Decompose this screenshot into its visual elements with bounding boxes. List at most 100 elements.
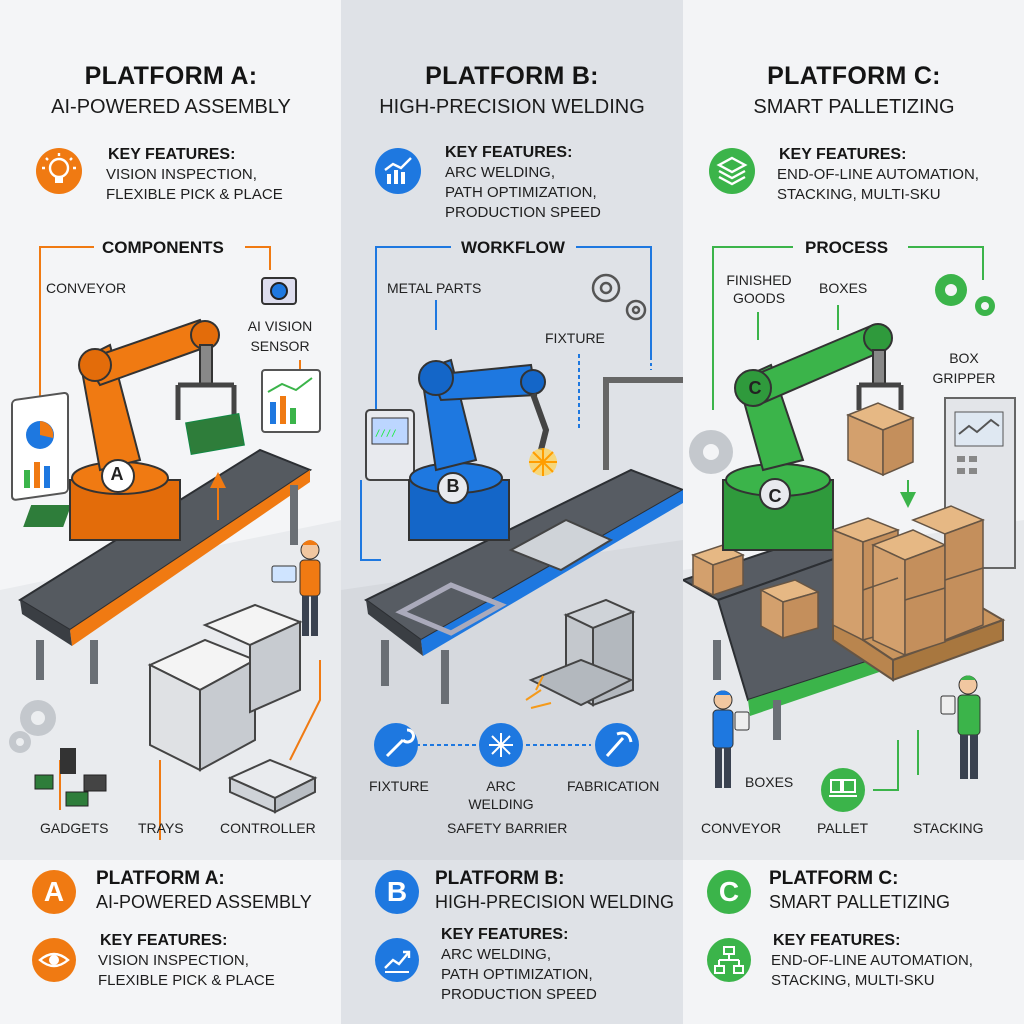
bottom-platform-subtitle: AI-POWERED ASSEMBLY — [96, 892, 312, 912]
bottom-key-features-label: KEY FEATURES: — [100, 932, 228, 949]
conveyor-label: CONVEYOR — [46, 280, 127, 296]
bottom-key-feature-line: PATH OPTIMIZATION, — [441, 966, 593, 983]
key-features-label: KEY FEATURES: — [108, 146, 236, 163]
safety-barrier-label: SAFETY BARRIER — [447, 820, 568, 836]
robot-letter: B — [446, 476, 460, 496]
section-label: COMPONENTS — [94, 238, 232, 258]
platform-letter-badge: C — [707, 870, 751, 914]
bottom-key-feature-line: END-OF-LINE AUTOMATION, — [771, 952, 973, 969]
bottom-platform-title: PLATFORM C: — [769, 868, 899, 889]
bottom-key-feature-line: ARC WELDING, — [441, 946, 552, 963]
bottom-key-feature-line: STACKING, MULTI-SKU — [771, 972, 935, 989]
robot-letter: C — [748, 378, 762, 398]
conveyor-belt — [364, 468, 683, 704]
layers-icon — [709, 148, 755, 194]
arc-welding-label-line2: WELDING — [468, 796, 534, 812]
cardboard-box — [846, 402, 915, 477]
blue-robot-arm — [408, 358, 557, 541]
key-features-label: KEY FEATURES: — [779, 146, 907, 163]
arc-welding-label-line1: ARC — [486, 778, 516, 794]
boxes-top-label: BOXES — [819, 280, 868, 296]
fixture-clamp — [528, 598, 636, 707]
bottom-platform-subtitle: SMART PALLETIZING — [769, 892, 951, 912]
bottom-key-feature-line: FLEXIBLE PICK & PLACE — [98, 972, 275, 989]
gear-icon — [689, 430, 733, 474]
trays-label: TRAYS — [138, 820, 184, 836]
trend-chart-icon — [375, 938, 419, 982]
bottom-key-features-label: KEY FEATURES: — [441, 926, 569, 943]
fixture-label: FIXTURE — [369, 778, 429, 794]
fabrication-tool-icon — [595, 723, 639, 767]
analytics-screen-icon — [261, 369, 321, 433]
controller-box — [227, 758, 318, 814]
cardboard-box — [691, 544, 745, 597]
key-features-label: KEY FEATURES: — [445, 144, 573, 161]
control-panel: //// — [365, 409, 415, 481]
cardboard-box — [759, 579, 821, 640]
bottom-platform-title: PLATFORM A: — [96, 868, 225, 889]
conveyor-label: CONVEYOR — [701, 820, 782, 836]
assembly-scene-illustration — [0, 246, 342, 860]
sensor-label-line1: AI VISION — [247, 318, 313, 334]
section-label: WORKFLOW — [453, 238, 573, 258]
worker-figure — [712, 690, 750, 788]
key-feature-line: ARC WELDING, — [445, 164, 556, 181]
platform-c-panel: PLATFORM C: SMART PALLETIZING KEY FEATUR… — [683, 0, 1024, 1024]
bottom-key-features-label: KEY FEATURES: — [773, 932, 901, 949]
safety-frame — [603, 377, 683, 470]
gadgets-label: GADGETS — [40, 820, 109, 836]
key-feature-line: STACKING, MULTI-SKU — [777, 186, 941, 203]
stacking-label: STACKING — [913, 820, 984, 836]
worker-figure — [271, 540, 321, 636]
platform-subtitle: AI-POWERED ASSEMBLY — [51, 96, 291, 118]
pallet-icon — [821, 768, 865, 812]
flowchart-icon — [707, 938, 751, 982]
platform-b-panel: //// — [341, 0, 683, 1024]
lightbulb-icon — [36, 148, 82, 194]
robot-letter: A — [110, 464, 124, 484]
trend-chart-icon — [375, 148, 421, 194]
gear-icon — [9, 700, 56, 753]
palletizing-scene-illustration — [683, 246, 1024, 860]
boxes-label: BOXES — [745, 774, 794, 790]
platform-subtitle: SMART PALLETIZING — [753, 96, 955, 118]
platform-title: PLATFORM B: — [425, 62, 599, 90]
platform-title: PLATFORM A: — [84, 62, 258, 90]
pallet-label: PALLET — [817, 820, 869, 836]
key-feature-line: END-OF-LINE AUTOMATION, — [777, 166, 979, 183]
key-feature-line: FLEXIBLE PICK & PLACE — [106, 186, 283, 203]
gripper-label-line1: BOX — [949, 350, 979, 366]
pallet-stack — [830, 505, 1006, 682]
gadgets-chips — [34, 748, 107, 807]
worker-figure — [940, 675, 981, 779]
bottom-platform-subtitle: HIGH-PRECISION WELDING — [435, 892, 675, 912]
wrench-icon — [374, 723, 418, 767]
gear-icon — [591, 273, 647, 321]
gear-icon — [935, 274, 995, 316]
camera-sensor-icon — [261, 277, 297, 305]
fixture-top-label: FIXTURE — [545, 330, 605, 346]
bottom-key-feature-line: VISION INSPECTION, — [98, 952, 249, 969]
bottom-key-feature-line: PRODUCTION SPEED — [441, 986, 597, 1003]
controller-label: CONTROLLER — [220, 820, 316, 836]
bottom-platform-title: PLATFORM B: — [435, 868, 565, 889]
trays-stack — [147, 603, 303, 772]
fabrication-label: FABRICATION — [567, 778, 660, 794]
key-feature-line: VISION INSPECTION, — [106, 166, 257, 183]
robot-base-letter: C — [768, 486, 782, 506]
metal-parts-label: METAL PARTS — [387, 280, 482, 296]
key-feature-line: PATH OPTIMIZATION, — [445, 184, 597, 201]
platform-letter-badge: B — [375, 870, 419, 914]
gripper-label-line2: GRIPPER — [932, 370, 996, 386]
eye-icon — [32, 938, 76, 982]
platform-a-panel: PLATFORM A: AI-POWERED ASSEMBLY KEY FEAT… — [0, 0, 342, 1024]
svg-text:////: //// — [375, 429, 397, 439]
finished-goods-label-line1: FINISHED — [726, 272, 792, 288]
key-feature-line: PRODUCTION SPEED — [445, 204, 601, 221]
section-label: PROCESS — [797, 238, 897, 258]
dashboard-screen-icon — [11, 391, 69, 501]
welding-scene-illustration: //// — [341, 246, 683, 860]
arc-spark-icon — [479, 723, 523, 767]
sensor-label-line2: SENSOR — [250, 338, 310, 354]
orange-robot-arm — [69, 318, 245, 541]
